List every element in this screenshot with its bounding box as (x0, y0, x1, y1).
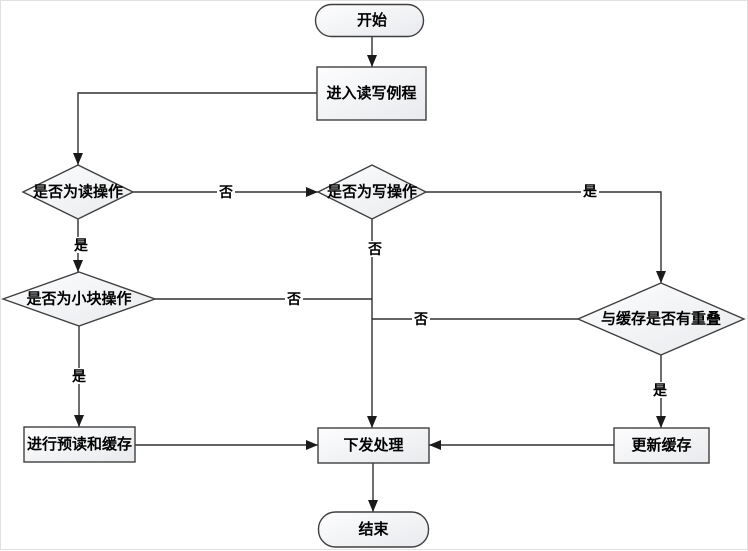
edges (73, 36, 666, 512)
process-shape (316, 66, 427, 121)
node-dispatch: 下发处理 (317, 427, 430, 464)
node-label-cache-overlap: 与缓存是否有重叠 (601, 310, 721, 328)
node-is-write: 是否为写操作 (316, 164, 428, 220)
node-label-is-small-block: 是否为小块操作 (25, 290, 131, 308)
edge-label-bg (366, 241, 384, 257)
node-cache-overlap: 与缓存是否有重叠 (576, 282, 746, 356)
node-is-small-block: 是否为小块操作 (1, 271, 158, 327)
edge-label-bg (217, 184, 235, 200)
node-prefetch-cache: 进行预读和缓存 (23, 426, 136, 463)
node-label-enter-routine: 进入读写例程 (326, 84, 416, 102)
process-shape (613, 427, 710, 464)
node-update-cache: 更新缓存 (613, 427, 710, 464)
edge-label-overlap-yes: 是 (653, 382, 668, 398)
node-label-end: 结束 (358, 520, 389, 538)
decision-shape (576, 282, 746, 356)
node-label-prefetch-cache: 进行预读和缓存 (27, 435, 132, 453)
node-label-is-read: 是否为读操作 (32, 183, 123, 201)
decision-shape (21, 164, 135, 220)
node-enter-routine: 进入读写例程 (316, 66, 427, 121)
edge-label-write-yes: 是 (583, 183, 598, 199)
edge-label-bg (412, 311, 430, 327)
edge-iswrite-yes-to-overlap (426, 191, 666, 283)
process-shape (23, 426, 136, 463)
terminator-shape (314, 3, 425, 38)
node-start: 开始 (314, 3, 425, 38)
decision-shape (316, 164, 428, 220)
edge-label-bg (285, 291, 303, 307)
node-end: 结束 (317, 511, 430, 548)
node-label-update-cache: 更新缓存 (631, 436, 691, 454)
edge-label-small-no: 否 (286, 291, 301, 307)
edge-label-write-no: 否 (367, 241, 382, 257)
edge-label-overlap-no: 否 (413, 311, 428, 327)
node-label-is-write: 是否为写操作 (326, 183, 417, 201)
edge-enter-to-isread (73, 92, 317, 165)
decision-shape (1, 271, 158, 327)
edge-label-bg (581, 183, 599, 199)
edge-labels: 否 是 否 是 否 是 否 是 (70, 183, 669, 398)
edge-label-read-no: 否 (218, 184, 233, 200)
process-shape (317, 427, 430, 464)
terminator-shape (317, 511, 430, 548)
edge-label-read-yes: 是 (74, 237, 89, 253)
edge-label-small-yes: 是 (72, 368, 87, 384)
edge-label-bg (72, 237, 90, 253)
node-is-read: 是否为读操作 (21, 164, 135, 220)
edge-label-bg (651, 382, 669, 398)
node-label-dispatch: 下发处理 (343, 436, 403, 454)
node-label-start: 开始 (357, 11, 387, 29)
edge-label-bg (70, 368, 88, 384)
